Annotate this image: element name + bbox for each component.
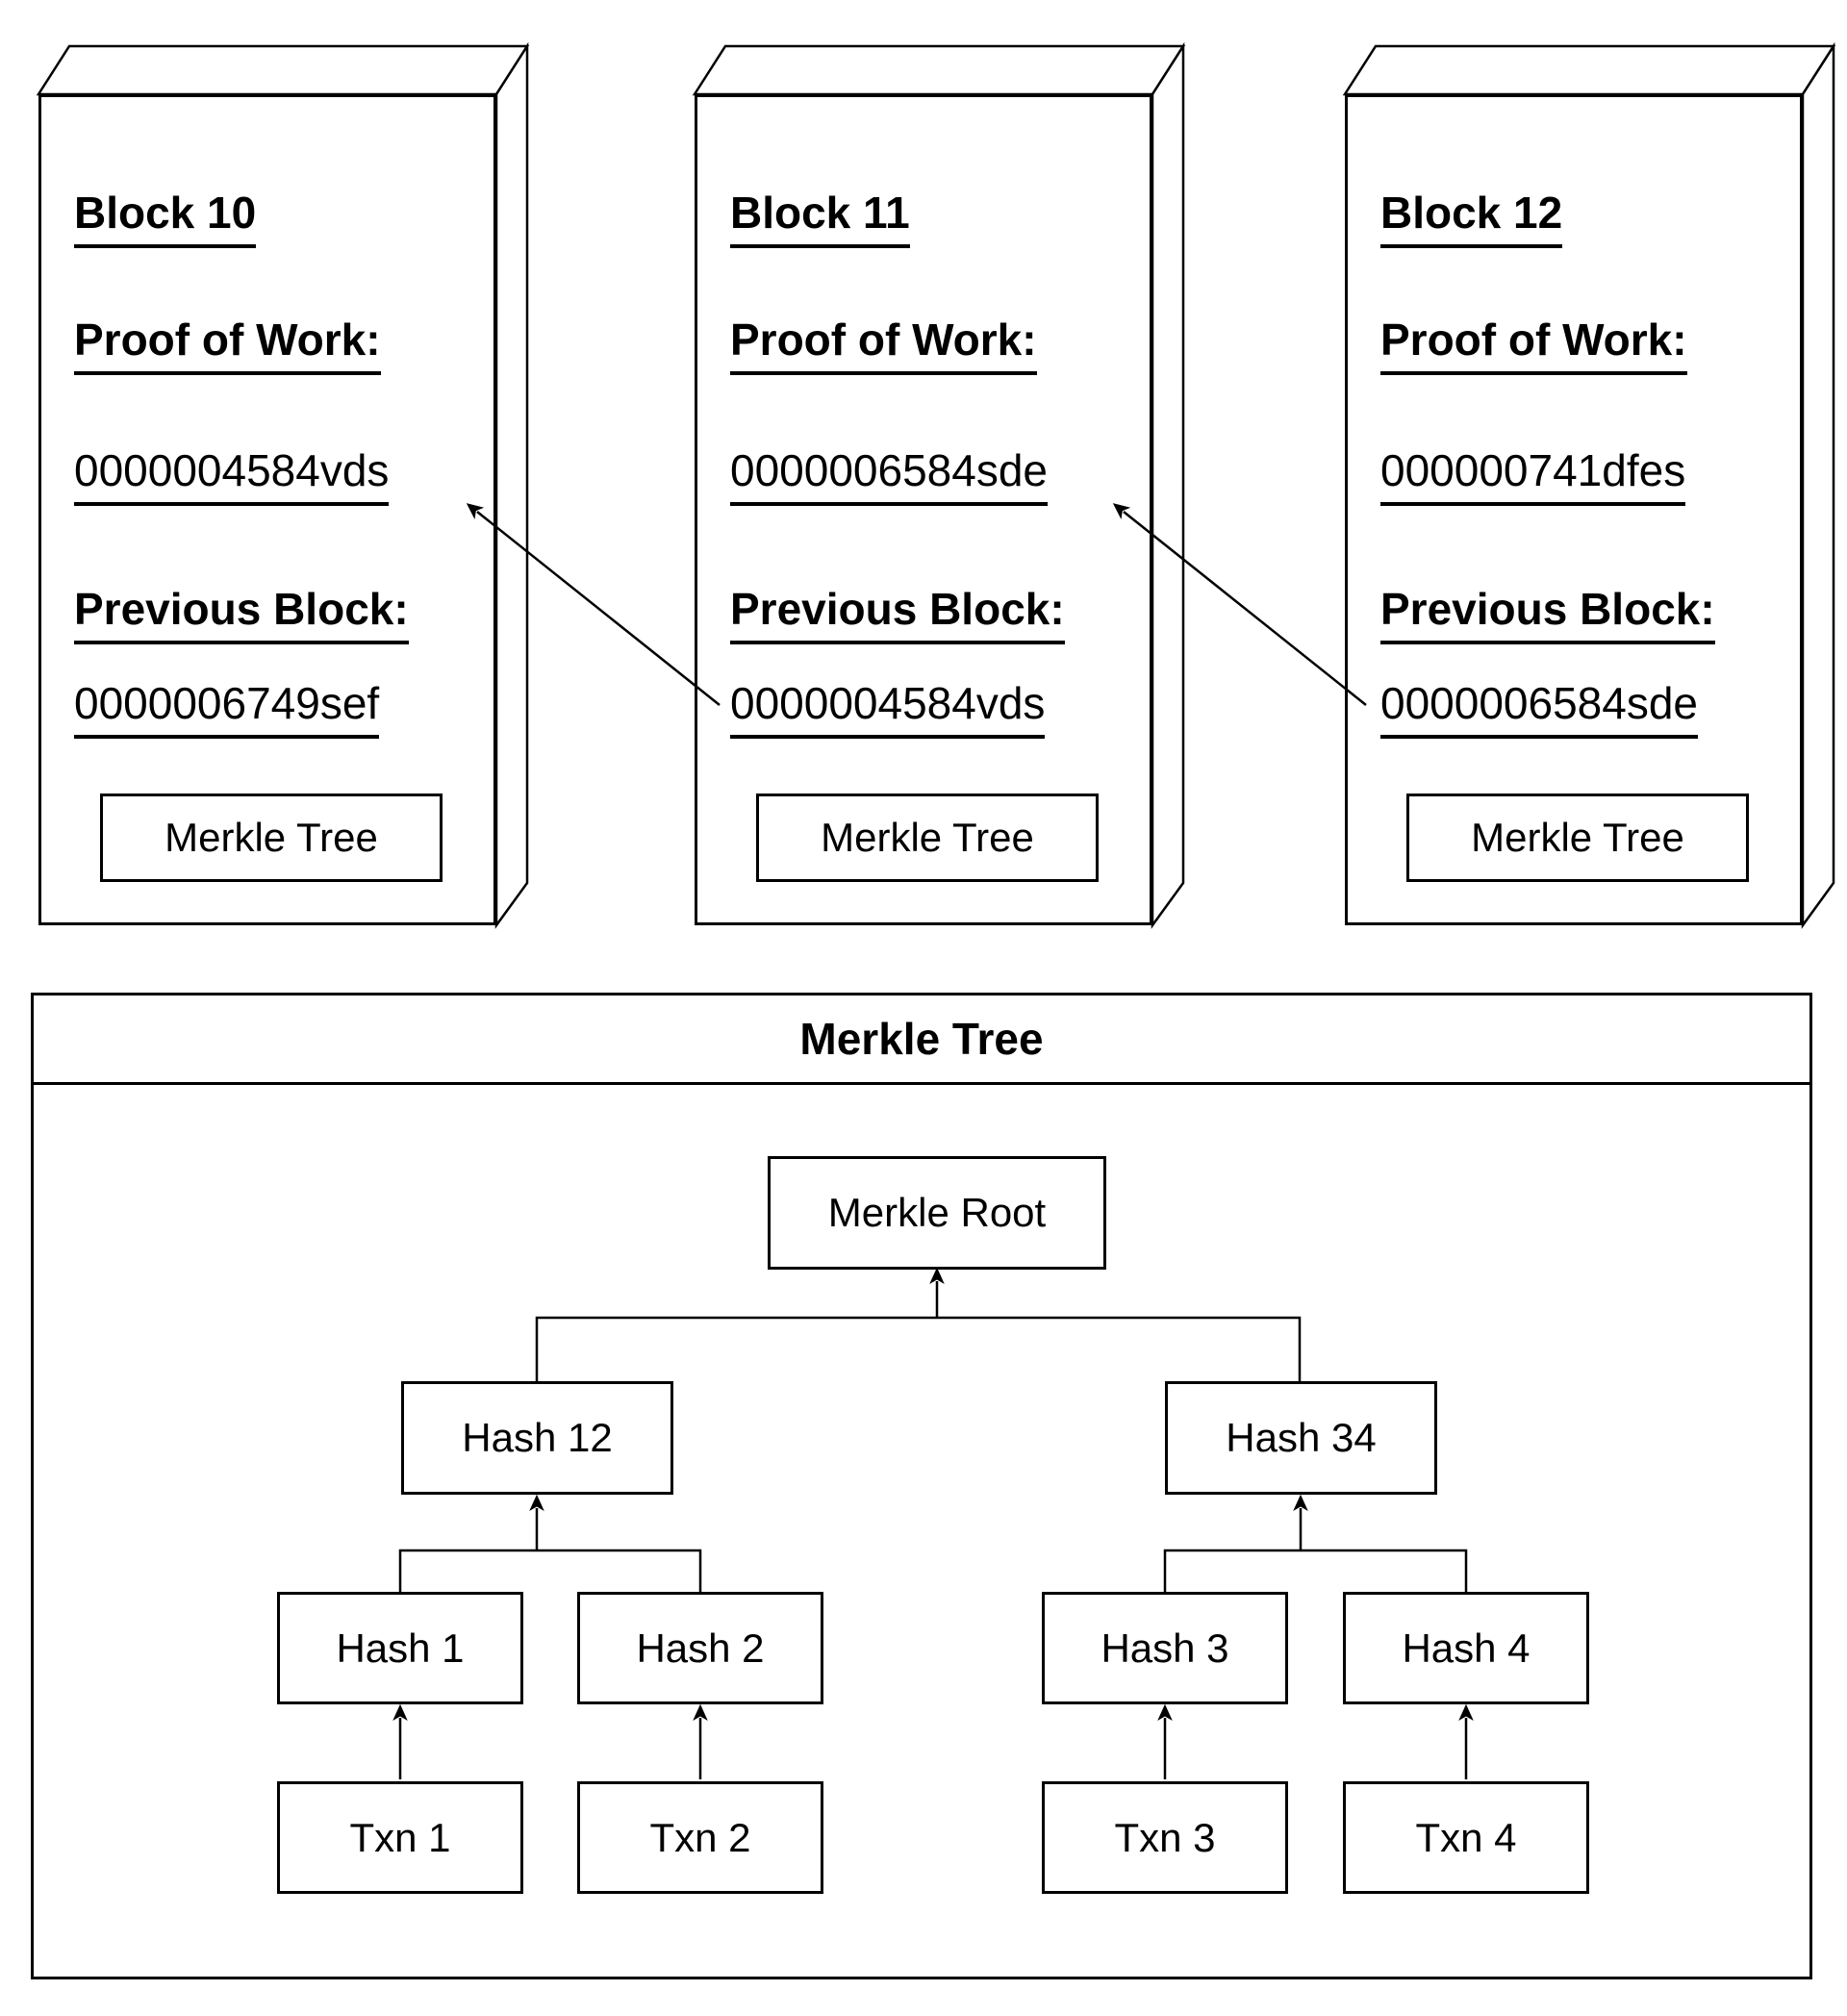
block11-pow-label: Proof of Work: bbox=[730, 315, 1037, 375]
block12-prev-hash: 0000006584sde bbox=[1380, 679, 1698, 739]
node-merkle-root-label: Merkle Root bbox=[827, 1190, 1047, 1235]
block10-prev-label: Previous Block: bbox=[74, 585, 409, 644]
block11-panel bbox=[695, 94, 1152, 925]
node-hash-2-label: Hash 2 bbox=[636, 1625, 765, 1671]
block11-prev-hash: 0000004584vds bbox=[730, 679, 1046, 739]
node-hash-4-label: Hash 4 bbox=[1402, 1625, 1531, 1671]
block11-pow-hash: 0000006584sde bbox=[730, 446, 1048, 506]
block10-panel bbox=[38, 94, 496, 925]
block12-prev-label: Previous Block: bbox=[1380, 585, 1715, 644]
block10-merkle-tree-chip: Merkle Tree bbox=[100, 794, 443, 882]
node-hash-3: Hash 3 bbox=[1042, 1592, 1288, 1704]
node-txn-1: Txn 1 bbox=[277, 1781, 523, 1894]
node-hash-2: Hash 2 bbox=[577, 1592, 823, 1704]
block10-right-face bbox=[494, 41, 529, 929]
block11-right-face bbox=[1151, 41, 1185, 929]
node-txn-2: Txn 2 bbox=[577, 1781, 823, 1894]
node-hash-12: Hash 12 bbox=[401, 1381, 673, 1495]
node-hash-34-label: Hash 34 bbox=[1226, 1415, 1377, 1460]
block12-merkle-tree-chip: Merkle Tree bbox=[1406, 794, 1749, 882]
node-txn-3-label: Txn 3 bbox=[1114, 1814, 1216, 1860]
node-merkle-root: Merkle Root bbox=[768, 1156, 1106, 1270]
node-txn-3: Txn 3 bbox=[1042, 1781, 1288, 1894]
block11-top-face bbox=[692, 44, 1186, 96]
block12-pow-label: Proof of Work: bbox=[1380, 315, 1687, 375]
block12-merkle-tree-chip-label: Merkle Tree bbox=[1471, 815, 1684, 860]
node-txn-4-label: Txn 4 bbox=[1415, 1814, 1517, 1860]
block10-merkle-tree-chip-label: Merkle Tree bbox=[164, 815, 378, 860]
node-hash-34: Hash 34 bbox=[1165, 1381, 1437, 1495]
block11-merkle-tree-chip-label: Merkle Tree bbox=[821, 815, 1034, 860]
block12-right-face bbox=[1801, 41, 1835, 929]
block12-pow-hash: 000000741dfes bbox=[1380, 446, 1686, 506]
node-txn-2-label: Txn 2 bbox=[649, 1814, 751, 1860]
block10-prev-hash: 0000006749sef bbox=[74, 679, 380, 739]
block10-pow-label: Proof of Work: bbox=[74, 315, 381, 375]
node-hash-3-label: Hash 3 bbox=[1101, 1625, 1229, 1671]
node-hash-4: Hash 4 bbox=[1343, 1592, 1589, 1704]
node-hash-1-label: Hash 1 bbox=[336, 1625, 465, 1671]
block10-pow-hash: 0000004584vds bbox=[74, 446, 390, 506]
block10-top-face bbox=[36, 44, 530, 96]
block12-panel bbox=[1345, 94, 1803, 925]
block11-merkle-tree-chip: Merkle Tree bbox=[756, 794, 1099, 882]
node-txn-1-label: Txn 1 bbox=[349, 1814, 451, 1860]
block11-title: Block 11 bbox=[730, 189, 910, 248]
arrow-block12-prev-to-block11-pow bbox=[1112, 503, 1367, 706]
block10-title: Block 10 bbox=[74, 189, 257, 248]
node-hash-12-label: Hash 12 bbox=[462, 1415, 613, 1460]
node-txn-4: Txn 4 bbox=[1343, 1781, 1589, 1894]
block12-top-face bbox=[1342, 44, 1836, 96]
block11-prev-label: Previous Block: bbox=[730, 585, 1065, 644]
merkle-tree-titlebar: Merkle Tree bbox=[31, 993, 1812, 1085]
block12-title: Block 12 bbox=[1380, 189, 1563, 248]
merkle-tree-title: Merkle Tree bbox=[799, 1014, 1044, 1064]
node-hash-1: Hash 1 bbox=[277, 1592, 523, 1704]
arrow-block11-prev-to-block10-pow bbox=[466, 503, 721, 706]
